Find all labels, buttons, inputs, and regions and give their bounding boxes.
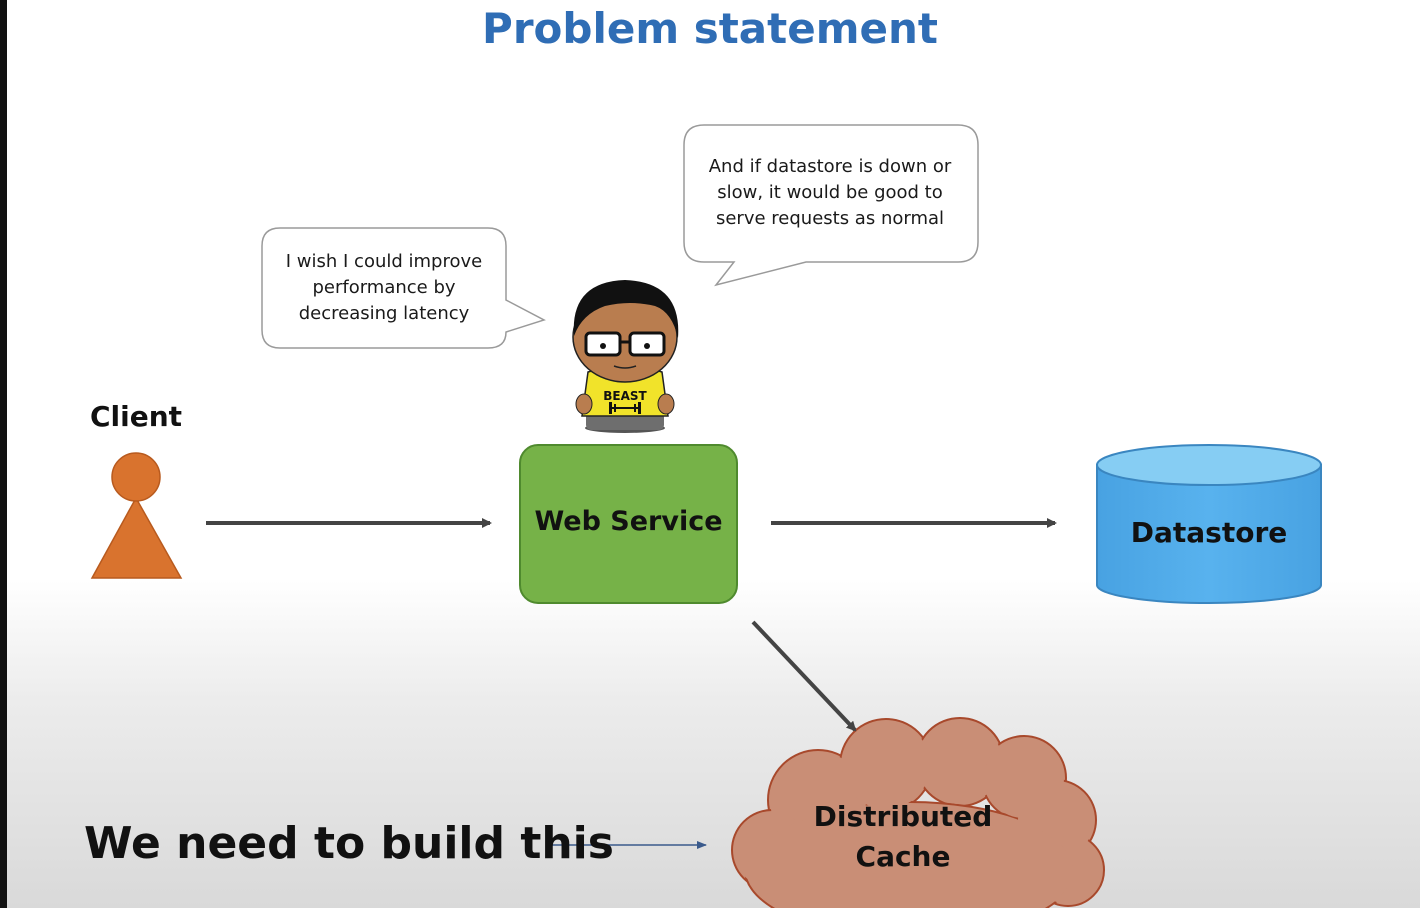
cache-label-line2: Cache bbox=[855, 840, 951, 873]
arrow-web-service-to-cache bbox=[751, 620, 857, 732]
build-statement: We need to build this bbox=[84, 818, 614, 869]
dumbbell-icon bbox=[609, 402, 641, 414]
bubble-left-text: I wish I could improve performance by de… bbox=[285, 251, 483, 324]
web-service-box bbox=[519, 444, 738, 604]
datastore-label: Datastore bbox=[1130, 516, 1288, 549]
left-frame-border bbox=[0, 0, 7, 908]
cache-label-line1: Distributed bbox=[813, 800, 993, 833]
developer-character: BEAST bbox=[572, 280, 679, 433]
distributed-cache-cloud bbox=[731, 717, 1105, 908]
shirt-text: BEAST bbox=[603, 389, 647, 403]
bubble-right-text: And if datastore is down or slow, it wou… bbox=[708, 156, 952, 229]
slide-title: Problem statement bbox=[482, 4, 938, 53]
speech-bubble-left bbox=[261, 227, 546, 349]
client-label: Client bbox=[89, 400, 183, 433]
datastore-cylinder bbox=[1096, 444, 1322, 604]
web-service-label: Web Service bbox=[534, 506, 723, 537]
speech-bubble-right bbox=[683, 124, 979, 287]
client-person-icon bbox=[90, 452, 183, 579]
